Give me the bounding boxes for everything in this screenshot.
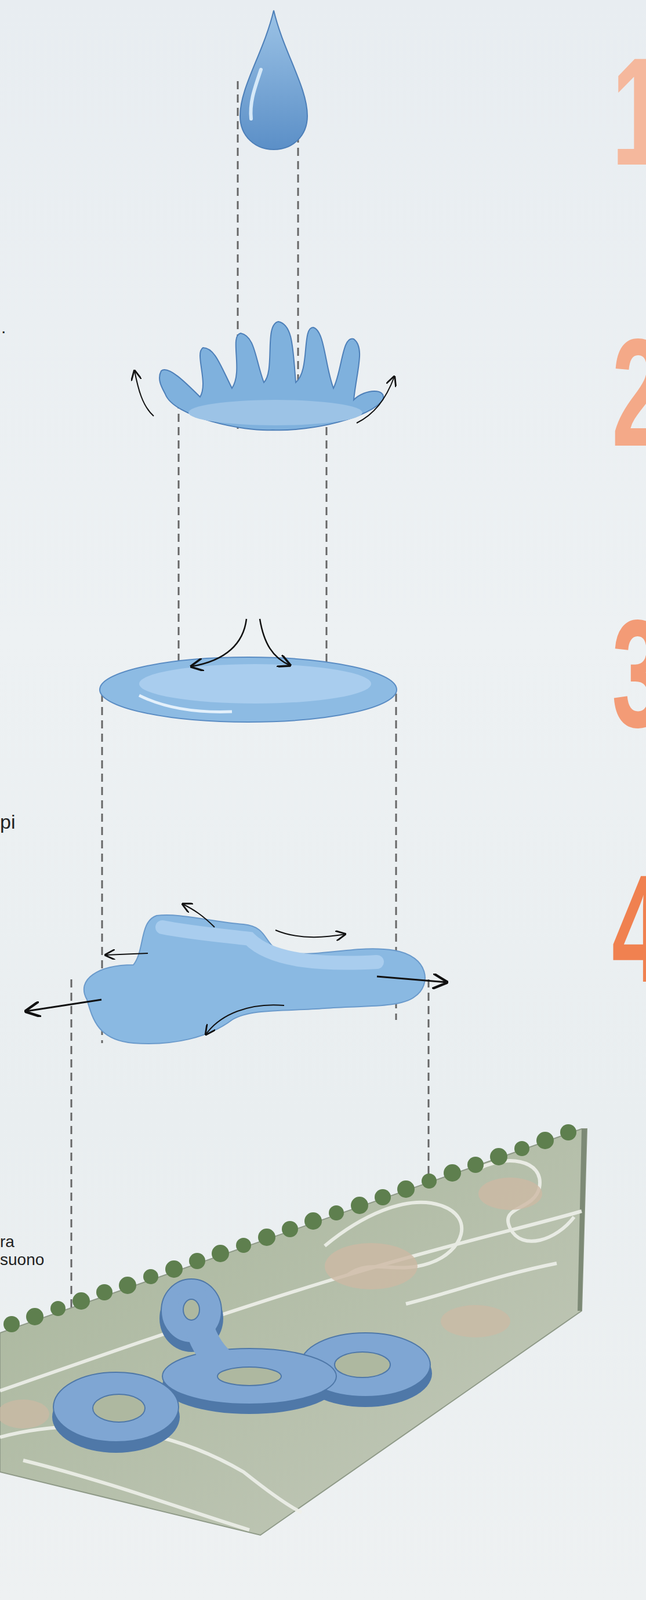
stage-number: 2 <box>611 316 646 470</box>
cropped-text: pi <box>0 811 16 834</box>
cropped-text: . <box>1 317 6 337</box>
water-drop <box>240 10 308 150</box>
cropped-text: ra suono <box>0 1234 56 1270</box>
puddle <box>99 657 397 723</box>
splash <box>159 321 384 431</box>
spread-water <box>84 915 426 1045</box>
tree-row <box>3 1124 577 1334</box>
stage-number: 4 <box>611 852 646 1007</box>
site-plan <box>0 1124 587 1537</box>
stage-number: 1 <box>611 34 646 189</box>
building <box>52 1279 433 1454</box>
stage-number: 3 <box>611 597 646 751</box>
